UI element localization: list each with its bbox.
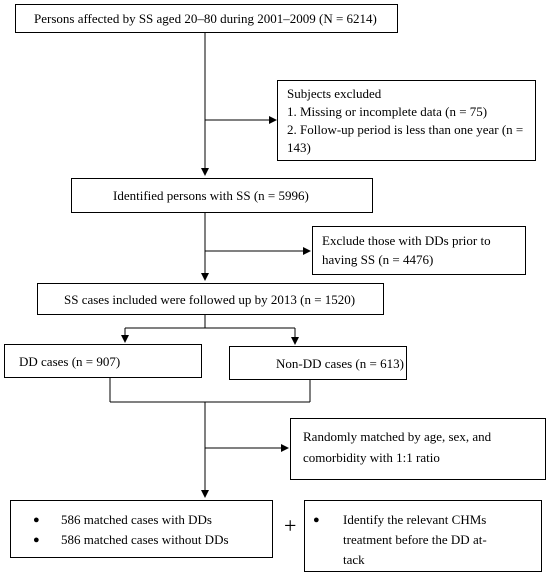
excluded-title: Subjects excluded (287, 86, 382, 101)
followed-box: SS cases included were followed up by 20… (37, 283, 384, 315)
matched-cases-box: ● 586 matched cases with DDs ● 586 match… (10, 500, 273, 558)
bullet-icon: ● (313, 514, 320, 526)
excluded-line-1: 1. Missing or incomplete data (n = 75) (287, 104, 488, 119)
bullet-icon: ● (33, 534, 40, 546)
excluded-line-2b: 143) (287, 140, 311, 155)
exclude-dd-line-2: having SS (n = 4476) (322, 252, 434, 267)
chm-line-1: Identify the relevant CHMs (343, 512, 487, 527)
chm-line-3: tack (343, 552, 365, 567)
excluded-box: Subjects excluded 1. Missing or incomple… (277, 80, 536, 161)
exclude-dd-line-1: Exclude those with DDs prior to (322, 233, 491, 248)
matched-without-dd-text: 586 matched cases without DDs (61, 532, 229, 547)
exclude-dd-box: Exclude those with DDs prior to having S… (312, 226, 526, 275)
non-dd-cases-text: Non-DD cases (n = 613) (276, 356, 404, 371)
matching-rule-box: Randomly matched by age, sex, and comorb… (290, 418, 546, 480)
dd-cases-box: DD cases (n = 907) (4, 344, 202, 378)
matched-with-dd-text: 586 matched cases with DDs (61, 512, 212, 527)
population-box: Persons affected by SS aged 20–80 during… (15, 4, 398, 33)
bullet-icon: ● (33, 514, 40, 526)
plus-sign: + (284, 513, 297, 538)
dd-cases-text: DD cases (n = 907) (19, 354, 121, 369)
identified-box: Identified persons with SS (n = 5996) (71, 178, 373, 213)
population-text: Persons affected by SS aged 20–80 during… (34, 11, 377, 26)
chm-line-2: treatment before the DD at- (343, 532, 487, 547)
identified-text: Identified persons with SS (n = 5996) (113, 188, 309, 203)
chm-box: ● Identify the relevant CHMs treatment b… (304, 500, 542, 572)
followed-text: SS cases included were followed up by 20… (64, 292, 356, 307)
matching-rule-line-2: comorbidity with 1:1 ratio (303, 450, 440, 465)
excluded-line-2a: 2. Follow-up period is less than one yea… (287, 122, 524, 137)
non-dd-cases-box: Non-DD cases (n = 613) (229, 346, 407, 380)
matching-rule-line-1: Randomly matched by age, sex, and (303, 429, 492, 444)
